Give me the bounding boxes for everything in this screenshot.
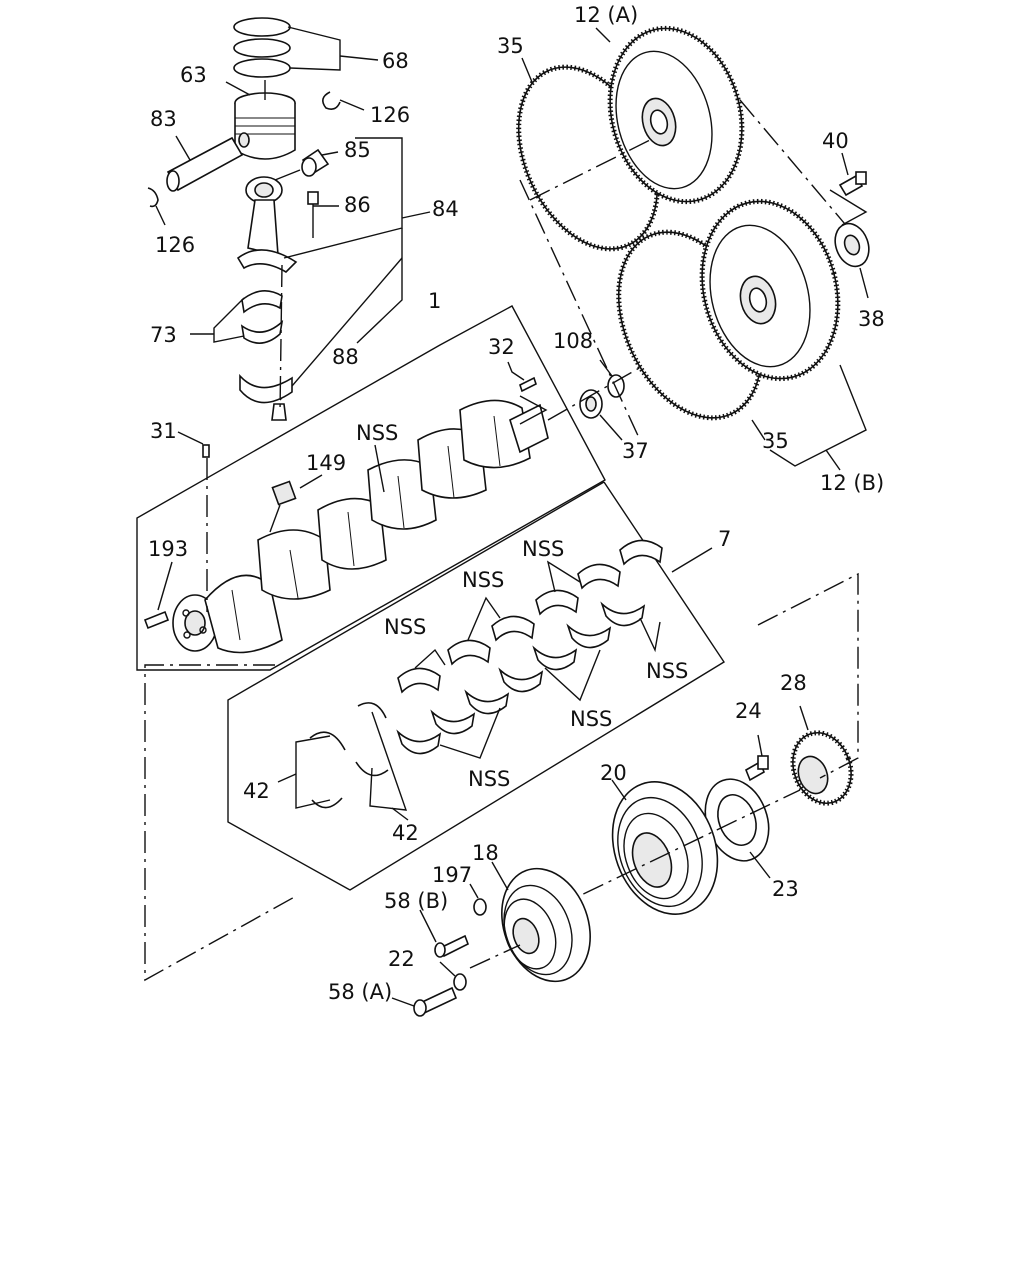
label-193: 193 xyxy=(148,537,188,561)
rod-cap xyxy=(239,264,293,421)
label-24: 24 xyxy=(735,699,762,723)
bracket-12b xyxy=(769,364,867,467)
pulley-18 xyxy=(491,861,591,983)
label-31: 31 xyxy=(150,419,177,443)
bolt-24 xyxy=(744,734,769,782)
label-1: 1 xyxy=(428,289,441,313)
piston-pin xyxy=(166,135,244,192)
label-22: 22 xyxy=(388,947,415,971)
label-18: 18 xyxy=(472,841,499,865)
thrust-washers xyxy=(277,702,409,821)
label-126-top: 126 xyxy=(370,103,410,127)
label-108: 108 xyxy=(553,329,593,353)
label-nss-d: NSS xyxy=(646,659,688,683)
washer-22 xyxy=(439,961,467,991)
label-197: 197 xyxy=(432,863,472,887)
pin-32 xyxy=(507,361,548,425)
label-35-bottom: 35 xyxy=(762,429,789,453)
label-58b: 58 (B) xyxy=(384,889,448,913)
piston xyxy=(225,80,296,160)
bolt-40 xyxy=(829,152,868,226)
label-42-left: 42 xyxy=(243,779,270,803)
label-32: 32 xyxy=(488,335,515,359)
center-line-front xyxy=(549,789,801,911)
crankshaft xyxy=(172,399,549,654)
label-7: 7 xyxy=(718,527,731,551)
crankshaft-box xyxy=(136,305,606,671)
bolt-58b xyxy=(419,909,470,958)
label-nss-c: NSS xyxy=(384,615,426,639)
label-58a: 58 (A) xyxy=(328,980,392,1004)
flywheel-12b xyxy=(699,198,841,382)
label-28: 28 xyxy=(780,671,807,695)
label-63: 63 xyxy=(180,63,207,87)
label-23: 23 xyxy=(772,877,799,901)
main-bearing-box xyxy=(227,481,725,891)
connecting-rod-bolt xyxy=(307,191,339,238)
label-38: 38 xyxy=(858,307,885,331)
label-35-top: 35 xyxy=(497,34,524,58)
label-149: 149 xyxy=(306,451,346,475)
seal-37 xyxy=(579,389,623,441)
bolt-58a xyxy=(391,986,458,1017)
label-37: 37 xyxy=(622,439,649,463)
washer-197 xyxy=(469,883,487,916)
label-84: 84 xyxy=(432,197,459,221)
part-labels: 68 63 126 83 85 86 84 126 73 88 1 31 149… xyxy=(148,3,885,1004)
label-nss-b: NSS xyxy=(462,568,504,592)
label-42-right: 42 xyxy=(392,821,419,845)
bracket-84 xyxy=(283,137,403,259)
label-83: 83 xyxy=(150,107,177,131)
piston-rings xyxy=(233,17,379,78)
label-nss-f: NSS xyxy=(468,767,510,791)
label-nss-crank: NSS xyxy=(356,421,398,445)
pin-31 xyxy=(177,431,210,612)
label-68: 68 xyxy=(382,49,409,73)
label-88: 88 xyxy=(332,345,359,369)
pin-193 xyxy=(143,561,173,630)
plate-38 xyxy=(834,222,870,299)
connecting-rod-bearings xyxy=(190,290,284,344)
snap-ring xyxy=(147,91,365,226)
label-12a: 12 (A) xyxy=(574,3,638,27)
nss-leaders xyxy=(414,560,661,759)
bushing xyxy=(301,148,339,177)
label-40: 40 xyxy=(822,129,849,153)
label-126-bottom: 126 xyxy=(155,233,195,257)
crank-center-line xyxy=(144,664,299,982)
label-12b: 12 (B) xyxy=(820,471,884,495)
label-86: 86 xyxy=(344,193,371,217)
label-nss-e: NSS xyxy=(570,707,612,731)
flywheel-12a xyxy=(595,25,745,205)
label-20: 20 xyxy=(600,761,627,785)
main-bearing-shells xyxy=(396,539,663,755)
damper-20 xyxy=(611,779,719,915)
label-73: 73 xyxy=(150,323,177,347)
label-85: 85 xyxy=(344,138,371,162)
gear-28 xyxy=(790,705,854,806)
bracket-28 xyxy=(757,572,859,779)
gear-149 xyxy=(269,474,323,533)
label-nss-a: NSS xyxy=(522,537,564,561)
